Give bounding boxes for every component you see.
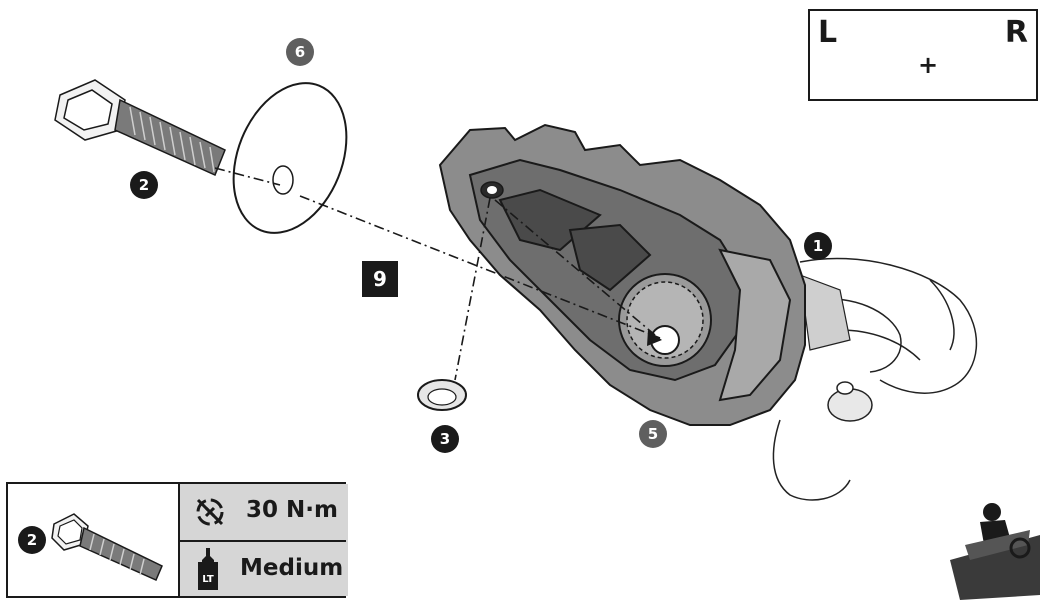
frame-mount [772,257,978,501]
right-side-label: R [1004,15,1028,50]
peg-top-hole [480,181,504,199]
side-indicator: L + R [808,9,1038,101]
callout-footpeg: 5 [639,420,667,448]
left-side-label: L [818,15,838,50]
torque-wrench-icon [196,498,224,526]
callout-cap: 3 [431,425,459,453]
footpeg [438,123,806,426]
step-number: 9 [362,261,398,297]
frame-mount-shading [799,274,851,351]
spec-bolt-image [51,513,163,581]
spec-panel: 2 30 N·m LT Medium [6,482,348,598]
torque-value: 30 N·m [246,497,338,523]
rider-standing-icon [950,503,1040,600]
assembly-lines [214,167,661,381]
arrow-head [647,330,662,346]
threadlocker-bottle-icon: LT [198,548,218,590]
callout-washer: 6 [286,38,314,66]
spec-divider [178,540,346,542]
bolt [54,79,226,177]
threadlocker-icon-text: LT [202,574,214,585]
plus-sign: + [918,51,939,79]
footpeg-hub [618,273,712,367]
washer [232,82,348,234]
callout-bolt: 2 [130,171,158,199]
threadlocker-strength: Medium [240,555,344,581]
side-screw [827,381,873,422]
rubber-cap [417,379,467,411]
callout-mount: 1 [804,232,832,260]
spec-part-callout: 2 [18,526,46,554]
